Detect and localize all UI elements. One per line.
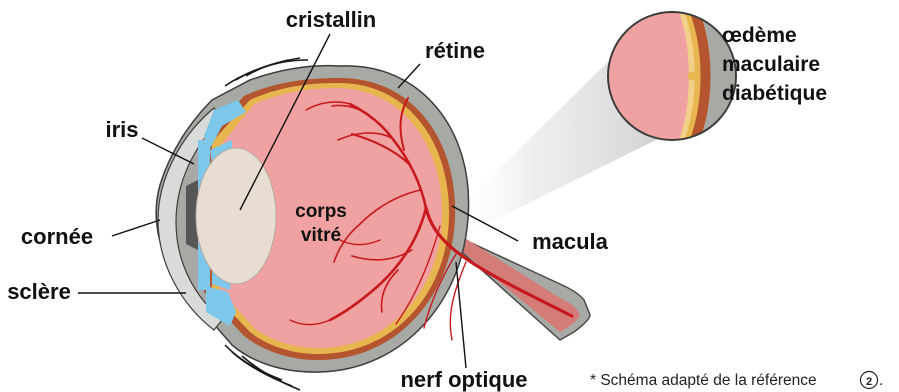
label-macula: macula — [532, 229, 609, 254]
label-iris: iris — [105, 117, 138, 142]
label-cristallin: cristallin — [286, 7, 376, 32]
reference-number: 2 — [866, 376, 872, 388]
label-corps-line1: corps — [295, 201, 347, 222]
label-retine: rétine — [425, 38, 485, 63]
label-sclere: sclère — [7, 279, 71, 304]
lens — [196, 148, 276, 284]
label-cornee: cornée — [21, 224, 93, 249]
label-nerf-optique: nerf optique — [400, 367, 527, 392]
footnote-text: * Schéma adapté de la référence — [590, 372, 817, 389]
label-oedeme-line2: maculaire — [722, 53, 820, 76]
label-oedeme-line3: diabétique — [722, 82, 827, 105]
footnote-period: . — [879, 372, 883, 389]
label-oedeme-line1: œdème — [722, 24, 797, 47]
label-corps-line2: vitré — [301, 225, 341, 246]
